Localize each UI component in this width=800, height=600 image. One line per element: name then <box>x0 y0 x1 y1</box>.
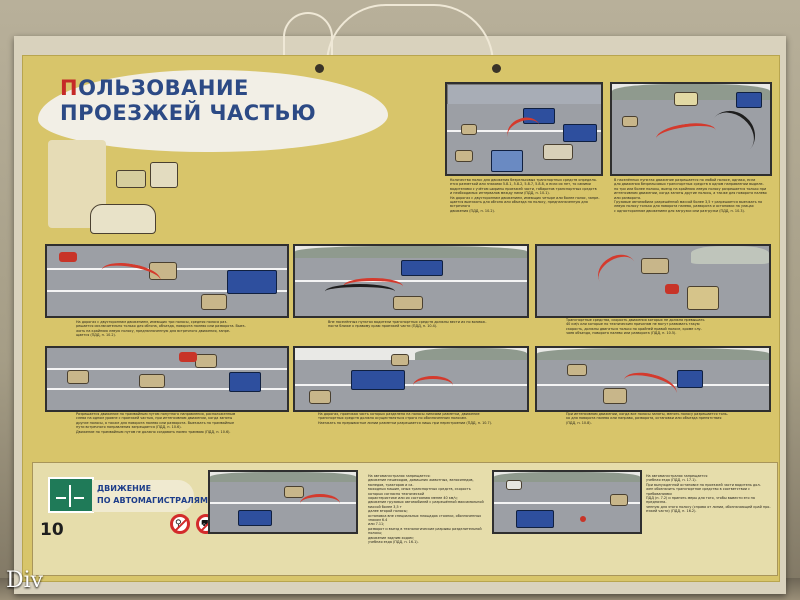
panel-motorway-stop-illustration <box>492 470 642 534</box>
title-line-2: ПРОЕЗЖЕЙ ЧАСТЬЮ <box>60 101 317 125</box>
panel-markings-illustration <box>293 346 529 412</box>
caption-panel-7: На дорогах, проезжая часть которых разде… <box>318 412 493 425</box>
motorway-label-box <box>92 480 194 512</box>
watermark: Div <box>6 568 44 593</box>
poster-hole-left <box>315 64 324 73</box>
sedan-illustration <box>90 204 156 234</box>
caption-panel-2: В населённых пунктах движение разрешаетс… <box>614 178 767 213</box>
panel-motorway-entry-illustration <box>208 470 358 534</box>
title-bubble <box>38 70 388 152</box>
caption-panel-3: На дорогах с двусторонним движением, име… <box>76 320 246 338</box>
motorway-heading: ДВИЖЕНИЕ ПО АВТОМАГИСТРАЛЯМ <box>97 484 208 505</box>
caption-panel-9: На автомагистралях запрещается:движение … <box>368 474 484 545</box>
motorway-sign-icon <box>48 477 94 513</box>
caption-panel-1: Количество полос для движения безрельсов… <box>450 178 600 213</box>
panel-turn-illustration <box>535 244 771 318</box>
car-illustration <box>116 170 146 188</box>
poster-hole-right <box>492 64 501 73</box>
panel-three-lane-illustration <box>45 244 289 318</box>
poster-title: ПОЛЬЗОВАНИЕ ПРОЕЗЖЕЙ ЧАСТЬЮ <box>60 76 316 126</box>
truck-illustration <box>150 162 178 188</box>
no-bicycles-icon: ⚲ <box>170 514 190 534</box>
panel-multilane-illustration <box>445 82 603 176</box>
caption-panel-8: При интенсивном движении, когда все поло… <box>566 412 729 425</box>
panel-intersection-illustration <box>535 346 771 412</box>
title-line-1: ПОЛЬЗОВАНИЕ <box>60 76 249 100</box>
panel-right-lane-illustration <box>293 244 529 318</box>
panel-reversible-illustration <box>610 82 772 176</box>
caption-panel-6: Разрешается движение по трамвайным путям… <box>76 412 236 434</box>
caption-panel-5: Транспортные средства, скорость движения… <box>566 318 705 336</box>
caption-panel-4: Вне населённых пунктах водители транспор… <box>328 320 487 329</box>
panel-tram-illustration <box>45 346 289 412</box>
poster-number: 10 <box>40 520 64 540</box>
